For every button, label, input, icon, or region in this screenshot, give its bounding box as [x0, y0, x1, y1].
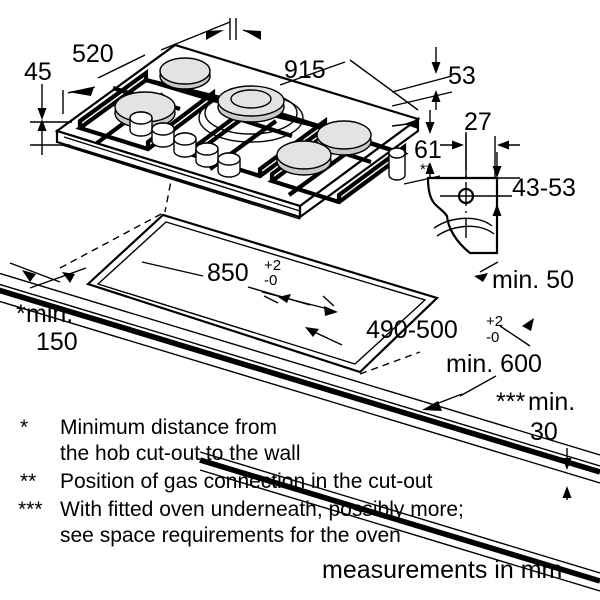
- gas-connection-icon: [426, 132, 512, 282]
- dimension-min-150-value: 150: [36, 328, 78, 356]
- dimension-min-600: min. 600: [422, 318, 542, 411]
- legend: * Minimum distance from the hob cut-out …: [18, 416, 562, 584]
- dimension-min-30: *** min. 30: [496, 388, 575, 500]
- dimension-490-500-value: 490-500: [366, 316, 458, 344]
- dimension-cutout-depth: 490-500 +2 -0: [247, 286, 503, 346]
- dimension-45-label: 45: [24, 58, 52, 86]
- legend-text-2-line2: see space requirements for the oven: [60, 524, 401, 547]
- legend-text-2-line1: With fitted oven underneath, possibly mo…: [60, 498, 464, 521]
- burner-center-wok: [198, 85, 304, 143]
- dimension-490-500-tol-minus: -0: [486, 329, 499, 346]
- dimension-min-150-label: min.: [26, 300, 73, 328]
- worktop-icon: [0, 272, 600, 592]
- dimension-45: 45: [24, 58, 72, 155]
- dimension-850-tol-plus: +2: [264, 257, 281, 274]
- dimension-min-50-label: min. 50: [492, 266, 574, 294]
- legend-footer-units: measurements in mm: [322, 556, 562, 584]
- dimension-27-label: 27: [464, 108, 492, 136]
- legend-text-1-line1: Position of gas connection in the cut-ou…: [60, 470, 433, 493]
- dimension-min-150-marker: *: [16, 300, 26, 328]
- hob-cutout: [59, 159, 440, 375]
- dimension-520: 520: [62, 18, 231, 114]
- burner-front-right: [276, 140, 332, 176]
- dimension-915: 915: [235, 18, 419, 111]
- dimension-53: 53: [391, 47, 476, 110]
- legend-text-0-line1: Minimum distance from: [60, 416, 277, 439]
- dimension-61-marker: **: [420, 161, 432, 178]
- dimension-53-label: 53: [448, 62, 476, 90]
- dimension-520-label: 520: [72, 40, 114, 68]
- dimension-43-53: 43-53: [490, 152, 576, 224]
- dimension-min-30-marker: ***: [496, 388, 525, 416]
- dimension-min-30-value: 30: [530, 418, 558, 446]
- dimension-min-30-label: min.: [528, 388, 575, 416]
- legend-marker-2: ***: [18, 498, 43, 521]
- legend-text-0-line2: the hob cut-out to the wall: [60, 442, 301, 465]
- dimension-min-600-label: min. 600: [446, 350, 542, 378]
- dimension-min-150: * min. 150: [9, 262, 87, 356]
- dimension-43-53-label: 43-53: [512, 174, 576, 202]
- gas-hob-icon: [54, 43, 421, 220]
- legend-marker-1: **: [20, 470, 36, 493]
- legend-marker-0: *: [20, 416, 28, 439]
- control-knobs: [129, 111, 406, 181]
- dimension-850-value: 850: [207, 259, 249, 287]
- dimension-915-label: 915: [284, 56, 326, 84]
- dimension-61-label: 61: [414, 136, 442, 164]
- burner-rear-left: [159, 57, 211, 90]
- burner-rear-right: [316, 120, 372, 156]
- dimension-850-tol-minus: -0: [264, 272, 277, 289]
- dimension-27: 27: [440, 108, 520, 182]
- dimension-490-500-tol-plus: +2: [486, 313, 503, 330]
